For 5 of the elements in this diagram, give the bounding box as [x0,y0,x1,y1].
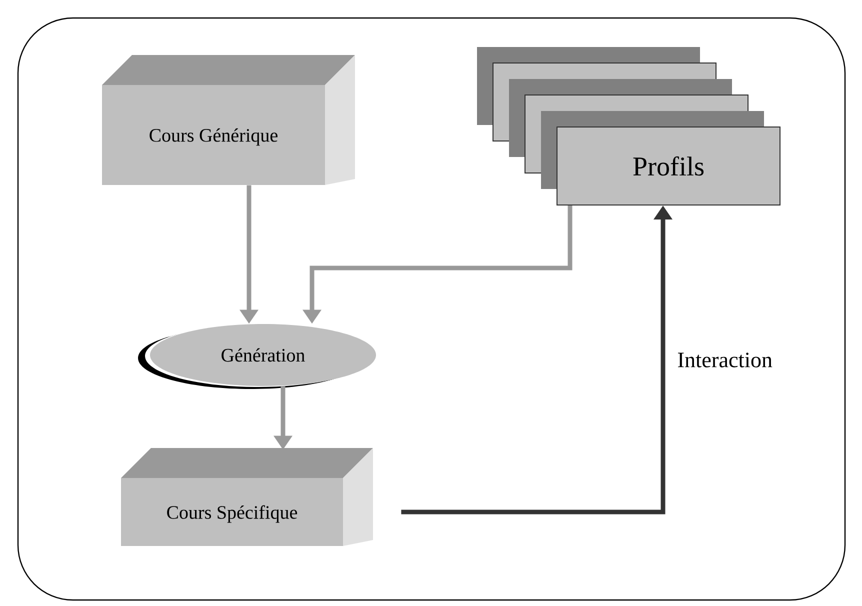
card-stack: Profils [477,47,780,206]
node-label: Profils [633,156,704,176]
box-3d: Cours Générique [102,55,355,185]
box-3d: Cours Spécifique [121,448,373,546]
edge-label: Interaction [675,350,774,370]
